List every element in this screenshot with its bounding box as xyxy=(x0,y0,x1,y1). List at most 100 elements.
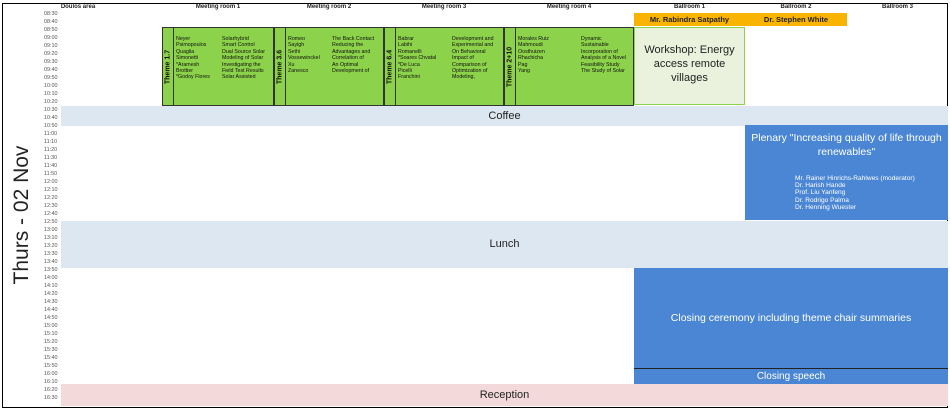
theme-names: Babrar Labihi Romanelli *Soares Chvatal … xyxy=(398,36,436,81)
time-slot: 16:10 xyxy=(44,379,58,385)
theme-names: Morales Ruiz Mahmoudi Oosthuizen Rhachic… xyxy=(518,36,549,74)
time-slot: 16:30 xyxy=(44,395,58,401)
theme-session-1-7[interactable]: Theme 1.7 Neyer Psimopoulos Quaglia Simo… xyxy=(162,27,274,106)
theme-session-6-4[interactable]: Theme 6.4 Babrar Labihi Romanelli *Soare… xyxy=(384,27,504,106)
presenter-name: Zanesco xyxy=(288,68,309,75)
closing-ceremony[interactable]: Closing ceremony including theme chair s… xyxy=(634,268,948,369)
time-slot: 12:10 xyxy=(44,187,58,193)
presenter-name: Rhachicha xyxy=(518,55,544,62)
presenter-name: *Soares Chvatal xyxy=(398,55,437,62)
paper-title: An Optimal xyxy=(332,61,359,68)
speaker-name: Dr. Harish Hande xyxy=(795,182,846,190)
plenary-session[interactable]: Plenary "Increasing quality of life thro… xyxy=(745,125,948,220)
column-header-ballroom-1: Ballroom 1 xyxy=(673,4,705,10)
time-slot: 10:40 xyxy=(44,115,58,121)
time-slot: 09:10 xyxy=(44,43,58,49)
time-slot: 08:50 xyxy=(44,27,58,33)
time-slot: 15:50 xyxy=(44,363,58,369)
plenary-title: Plenary "Increasing quality of life thro… xyxy=(751,132,942,158)
plenary-speakers: Mr. Rainer Hinrichs-Rahlwes (moderator) … xyxy=(795,175,915,211)
presenter-name: Quaglia xyxy=(176,48,195,55)
theme-label: Theme 2+10 xyxy=(506,46,514,87)
theme-titles: Solarhybrid Smart Control Dual Source So… xyxy=(222,36,274,81)
time-slot: 15:00 xyxy=(44,323,58,329)
paper-title: Solarhybrid xyxy=(222,36,249,42)
theme-session-2-10[interactable]: Theme 2+10 Morales Ruiz Mahmoudi Oosthui… xyxy=(504,27,634,106)
theme-label-box: Theme 6.4 xyxy=(385,28,396,105)
presenter-name: Xu xyxy=(288,61,295,68)
time-slot: 14:20 xyxy=(44,291,58,297)
paper-title: Field Test Results xyxy=(222,68,264,75)
presenter-name: Mahmoudi xyxy=(518,42,543,49)
time-slot: 15:10 xyxy=(44,331,58,337)
theme-titles: Development and Experimental and On Beha… xyxy=(452,36,504,81)
time-slot: 12:30 xyxy=(44,203,58,209)
time-slot: 10:50 xyxy=(44,123,58,129)
time-slot: 11:10 xyxy=(44,139,58,145)
time-slot: 13:30 xyxy=(44,251,58,257)
workshop-session[interactable]: Workshop: Energy access remote villages xyxy=(634,27,745,105)
paper-title: Development of xyxy=(332,68,370,75)
chair-ballroom-2: Dr. Stephen White xyxy=(745,13,847,26)
presenter-name: Simonetti xyxy=(176,55,199,62)
presenter-name: Morales Ruiz xyxy=(518,36,549,42)
paper-title: Experimental and xyxy=(452,42,494,49)
time-slot: 14:50 xyxy=(44,315,58,321)
column-header-doulos-area: Doulos area xyxy=(60,4,96,10)
column-header-meeting-room-2: Meeting room 2 xyxy=(306,4,352,10)
time-slot: 15:30 xyxy=(44,347,58,353)
presenter-name: Vossewinckel xyxy=(288,55,320,62)
time-slot: 11:50 xyxy=(44,171,58,177)
time-slot: 16:00 xyxy=(44,371,58,377)
paper-title: Impact of xyxy=(452,55,474,62)
presenter-name: Romanelli xyxy=(398,48,422,55)
presenter-name: Sayigh xyxy=(288,42,305,49)
time-slot: 14:10 xyxy=(44,283,58,289)
theme-label: Theme 1.7 xyxy=(164,49,172,84)
paper-title: Reducing the xyxy=(332,42,364,49)
paper-title: Solar Assisted xyxy=(222,74,256,81)
theme-titles: The Back Contact Reducing the Advantages… xyxy=(332,36,384,74)
column-header-meeting-room-1: Meeting room 1 xyxy=(195,4,241,10)
paper-title: Sustainable xyxy=(581,42,609,49)
theme-session-3-6[interactable]: Theme 3.6 Romeo Sayigh Sethi Vossewincke… xyxy=(274,27,384,106)
time-slot: 11:20 xyxy=(44,147,58,153)
closing-speech[interactable]: Closing speech xyxy=(634,369,948,384)
time-slot: 10:30 xyxy=(44,107,58,113)
presenter-name: Pag xyxy=(518,61,528,68)
paper-title: Modeling, xyxy=(452,74,475,81)
theme-titles: Dynamic Sustainable Incorporation of Ana… xyxy=(581,36,634,74)
presenter-name: Picelli xyxy=(398,68,412,75)
time-slot: 11:00 xyxy=(44,131,58,137)
paper-title: Correlation of xyxy=(332,55,364,62)
time-slot: 11:40 xyxy=(44,163,58,169)
time-slot: 08:30 xyxy=(44,11,58,17)
paper-title: Advantages and xyxy=(332,48,371,55)
theme-label-box: Theme 2+10 xyxy=(505,28,516,105)
speaker-name: Prof. Liu Yanfeng xyxy=(795,189,846,197)
time-slot: 15:20 xyxy=(44,339,58,345)
speaker-name: Mr. Rainer Hinrichs-Rahlwes (moderator) xyxy=(795,175,915,182)
column-header-meeting-room-3: Meeting room 3 xyxy=(421,4,467,10)
presenter-name: Neyer xyxy=(176,36,191,42)
time-slot: 09:30 xyxy=(44,59,58,65)
time-slot: 09:50 xyxy=(44,75,58,81)
paper-title: On Behavioral xyxy=(452,48,486,55)
paper-title: Investigating the xyxy=(222,61,261,68)
time-slot: 09:40 xyxy=(44,67,58,73)
theme-names: Romeo Sayigh Sethi Vossewinckel Xu Zanes… xyxy=(288,36,320,74)
time-slot: 08:40 xyxy=(44,19,58,25)
reception: Reception xyxy=(61,384,948,406)
coffee-break: Coffee xyxy=(61,106,948,126)
theme-label-box: Theme 3.6 xyxy=(275,28,286,105)
presenter-name: *Aramesh xyxy=(176,61,200,68)
paper-title: Dynamic xyxy=(581,36,602,42)
time-slot: 09:00 xyxy=(44,35,58,41)
time-slot: 14:30 xyxy=(44,299,58,305)
presenter-name: Yang xyxy=(518,68,530,75)
column-header-meeting-room-4: Meeting room 4 xyxy=(546,4,592,10)
time-slot: 13:50 xyxy=(44,267,58,273)
time-slot: 13:10 xyxy=(44,235,58,241)
column-header-ballroom-3: Ballroom 3 xyxy=(881,4,913,10)
time-slot: 12:20 xyxy=(44,195,58,201)
